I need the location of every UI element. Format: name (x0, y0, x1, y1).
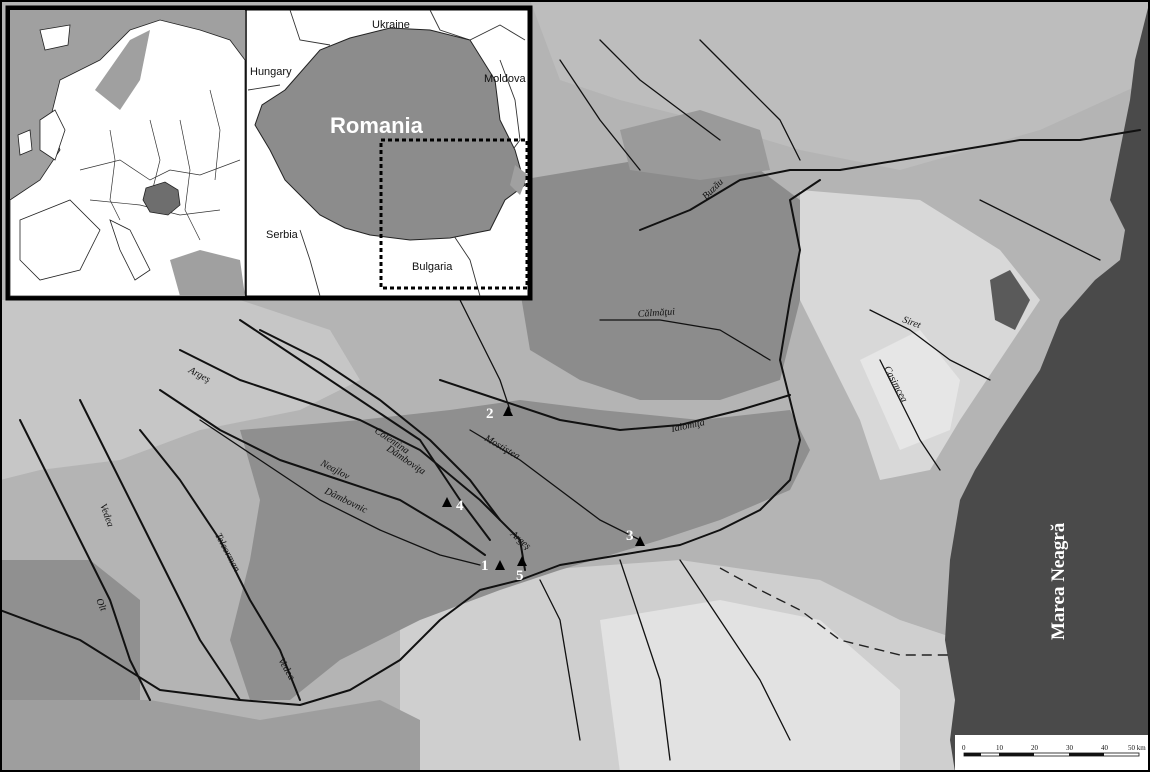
scale-bar: 0 10 20 30 40 50 km (955, 735, 1150, 772)
river-dambovita (239, 319, 491, 541)
lagoon (990, 270, 1030, 330)
river-calmatui (599, 319, 771, 361)
europe-locator (9, 10, 246, 297)
scale-tick-0: 0 (962, 744, 966, 752)
archaeological-sites: 1 2 3 4 5 (442, 406, 645, 584)
scale-tick-20: 20 (1031, 744, 1039, 752)
scale-tick-40: 40 (1101, 744, 1109, 752)
river-network (0, 39, 1141, 761)
site-4[interactable]: 4 (442, 497, 464, 514)
river-arges (179, 349, 526, 571)
site-3[interactable]: 3 (626, 528, 645, 546)
inset-label-serbia: Serbia (266, 229, 299, 241)
site-3-label: 3 (626, 528, 634, 544)
state-border (719, 567, 950, 656)
locator-inset: Romania Ukraine Hungary Moldova Serbia B… (5, 5, 533, 301)
inset-label-moldova: Moldova (484, 73, 526, 85)
river-teleorman (139, 429, 301, 701)
study-area-extent (379, 138, 529, 290)
river-danube (0, 179, 821, 706)
site-4-label: 4 (456, 498, 464, 514)
river-olt (19, 419, 151, 701)
river-buzau (639, 169, 841, 231)
river-ialomita (439, 379, 791, 431)
river-neajlov (159, 389, 486, 556)
romania-locator: Romania Ukraine Hungary Moldova Serbia B… (247, 9, 529, 297)
lowland-relief (0, 110, 810, 772)
inset-label-bulgaria: Bulgaria (412, 261, 453, 273)
river-dambovnic (199, 419, 481, 566)
site-2[interactable]: 2 (486, 406, 513, 422)
site-2-label: 2 (486, 406, 494, 422)
scale-tick-10: 10 (996, 744, 1004, 752)
river-mostistea (469, 429, 641, 541)
scale-tick-50: 50 km (1128, 744, 1146, 752)
black-sea (945, 0, 1150, 772)
romania-locator-highlight (142, 181, 181, 216)
inset-country-label: Romania (330, 113, 424, 138)
inset-label-hungary: Hungary (250, 66, 292, 78)
river-label-olt: Olt (93, 597, 108, 613)
river-colentina (259, 329, 501, 521)
site-5-label: 5 (516, 568, 524, 584)
inset-label-ukraine: Ukraine (372, 19, 410, 31)
river-casimcea (879, 359, 941, 471)
scale-tick-30: 30 (1066, 744, 1074, 752)
sea-label: Marea Neagră (1048, 522, 1069, 640)
river-label-calmatui: Călmăţui (637, 306, 675, 320)
site-1-label: 1 (481, 558, 489, 574)
river-siret (839, 129, 1141, 171)
site-5[interactable]: 5 (516, 556, 527, 584)
river-vedea (79, 399, 241, 701)
site-1[interactable]: 1 (481, 558, 505, 574)
romania-shape (254, 27, 526, 241)
